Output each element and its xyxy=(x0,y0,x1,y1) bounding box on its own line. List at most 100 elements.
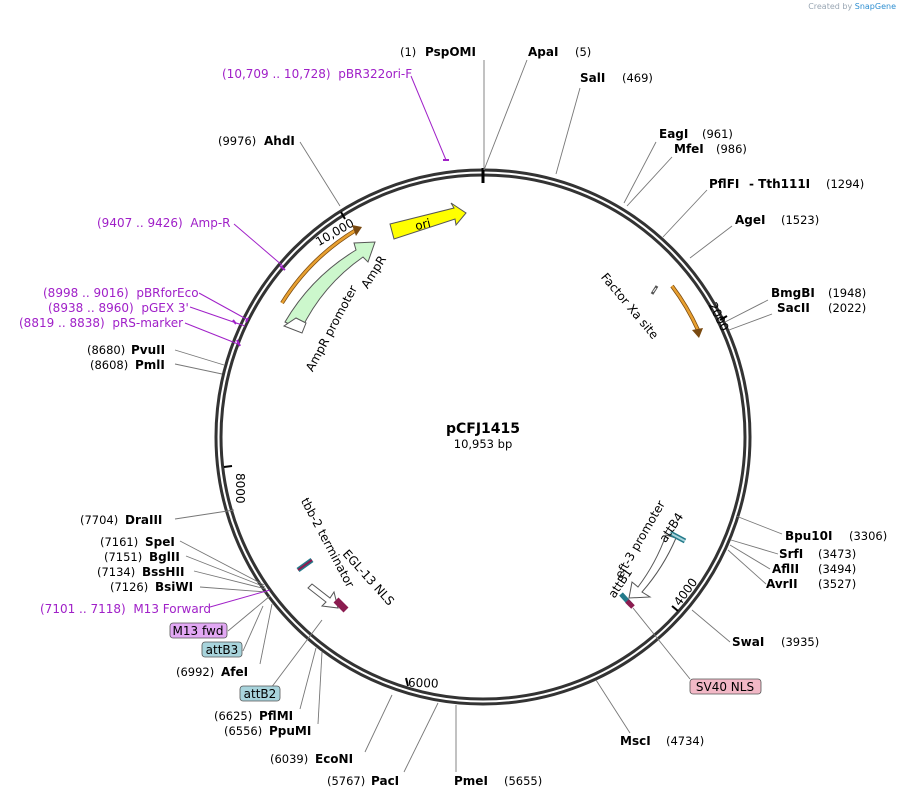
primer-pbr322ori-f[interactable]: (10,709 .. 10,728) pBR322ori-F xyxy=(222,67,412,81)
enzyme-name-spei[interactable]: SpeI xyxy=(145,535,175,549)
tick-label-2000: 2000 xyxy=(706,300,732,334)
primer-prs-marker[interactable]: (8819 .. 8838) pRS-marker xyxy=(19,316,183,330)
leader-bsshii xyxy=(193,570,267,590)
leader-avrii xyxy=(727,549,767,585)
primer-pbrforeco[interactable]: (8998 .. 9016) pBRforEco xyxy=(43,286,199,300)
enzyme-name-apai[interactable]: ApaI xyxy=(528,45,558,59)
egl13-feature[interactable] xyxy=(307,583,339,609)
leader-bmgbi xyxy=(724,299,769,323)
ampr-feature[interactable] xyxy=(284,241,376,331)
ampr-promoter-feature[interactable] xyxy=(282,317,307,334)
enzyme-name-ahdi[interactable]: AhdI xyxy=(264,134,295,148)
m13fwd-box[interactable] xyxy=(169,622,228,639)
leader-ahdi xyxy=(299,141,341,207)
enzyme-name-msci[interactable]: MscI xyxy=(620,734,651,748)
attb3-box[interactable] xyxy=(201,641,243,658)
factor-xa-inner xyxy=(652,287,657,293)
enzyme-pos-srfi: (3473) xyxy=(818,547,856,561)
leader-sali xyxy=(555,87,581,175)
leader-bpu10i xyxy=(735,515,783,535)
enzyme-pos-avrii: (3527) xyxy=(818,577,856,591)
enzyme-pos-ahdi: (9976) xyxy=(218,134,256,148)
enzyme-name-srfi[interactable]: SrfI xyxy=(779,547,803,561)
enzyme-pos-pvuii: (8680) xyxy=(87,343,125,357)
enzyme-name-tth111i[interactable]: - Tth111I xyxy=(749,177,810,191)
sv40-box-label: SV40 NLS xyxy=(696,680,754,694)
leader-pmli xyxy=(174,363,223,375)
enzyme-pos-tth111i: (1294) xyxy=(826,177,864,191)
enzyme-name-pmei[interactable]: PmeI xyxy=(454,774,488,788)
leader-pbrforeco xyxy=(198,292,249,321)
leader-tth111i xyxy=(662,189,708,238)
enzyme-pos-bsshii: (7134) xyxy=(97,565,135,579)
ampr-label: AmpR xyxy=(358,253,389,291)
leader-bsiwi xyxy=(199,586,267,593)
enzyme-pos-eagi: (961) xyxy=(702,127,733,141)
enzyme-name-ppumi[interactable]: PpuMI xyxy=(269,724,311,738)
primer-pgex3[interactable]: (8938 .. 8960) pGEX 3' xyxy=(48,301,189,315)
leader-pflmi xyxy=(299,647,317,710)
enzyme-name-aflii[interactable]: AflII xyxy=(772,562,799,576)
leader-agei xyxy=(689,225,733,259)
m13fwd-box-label: M13 fwd xyxy=(173,624,224,638)
enzyme-pos-draiii: (7704) xyxy=(80,513,118,527)
enzyme-name-mfei[interactable]: MfeI xyxy=(674,142,704,156)
enzyme-name-avrii[interactable]: AvrII xyxy=(766,577,798,591)
enzyme-name-afei[interactable]: AfeI xyxy=(221,665,248,679)
arc-left-arrowhead xyxy=(352,225,362,236)
sv40-feature[interactable] xyxy=(625,599,635,609)
enzyme-name-eagi[interactable]: EagI xyxy=(659,127,688,141)
enzyme-pos-aflii: (3494) xyxy=(818,562,856,576)
enzyme-name-pvuii[interactable]: PvuII xyxy=(131,343,165,357)
tick-8000 xyxy=(223,465,233,468)
tbb2-feature[interactable] xyxy=(297,559,313,571)
enzyme-name-bglii[interactable]: BglII xyxy=(149,550,180,564)
leader-ppumi xyxy=(317,651,323,725)
factor-xa-label: Factor Xa site xyxy=(598,270,661,342)
enzyme-name-bsiwi[interactable]: BsiWI xyxy=(155,580,193,594)
enzyme-name-bpu10i[interactable]: Bpu10I xyxy=(785,529,832,543)
enzyme-name-sali[interactable]: SalI xyxy=(580,71,605,85)
enzyme-pos-pflmi: (6625) xyxy=(214,709,252,723)
credit-prefix: Created by xyxy=(808,2,853,11)
enzyme-pos-econi: (6039) xyxy=(270,752,308,766)
enzyme-pos-afei: (6992) xyxy=(176,665,214,679)
sv40-box[interactable] xyxy=(689,678,762,695)
eft3-promoter-feature[interactable] xyxy=(628,534,677,599)
leader-aflii xyxy=(729,544,771,570)
ori-feature[interactable] xyxy=(389,202,467,240)
enzyme-pos-pmli: (8608) xyxy=(90,358,128,372)
primer-m13-forward[interactable]: (7101 .. 7118) M13 Forward xyxy=(40,602,211,616)
enzyme-name-bmgbi[interactable]: BmgBI xyxy=(771,286,815,300)
enzyme-name-pmli[interactable]: PmlI xyxy=(135,358,165,372)
leader-bglii xyxy=(185,555,266,588)
leader-attb3 xyxy=(242,605,264,652)
arc-right-orange xyxy=(671,285,700,331)
enzyme-name-pflfi[interactable]: PflFI xyxy=(709,177,739,191)
leader-msci xyxy=(595,679,631,734)
enzyme-name-bsshii[interactable]: BssHII xyxy=(142,565,184,579)
enzyme-pos-spei: (7161) xyxy=(100,535,138,549)
primer-amp-r[interactable]: (9407 .. 9426) Amp-R xyxy=(97,216,231,230)
leader-eagi xyxy=(623,141,657,204)
enzyme-name-pspomi[interactable]: PspOMI xyxy=(425,45,476,59)
enzyme-name-agei[interactable]: AgeI xyxy=(735,213,765,227)
enzyme-pos-bmgbi: (1948) xyxy=(828,286,866,300)
enzyme-pos-sacii: (2022) xyxy=(828,301,866,315)
enzyme-name-pflmi[interactable]: PflMI xyxy=(259,709,293,723)
arc-right-arrowhead xyxy=(692,328,703,338)
enzyme-pos-pmei: (5655) xyxy=(504,774,542,788)
enzyme-name-paci[interactable]: PacI xyxy=(371,774,399,788)
enzyme-name-swai[interactable]: SwaI xyxy=(732,635,764,649)
snapgene-brand: SnapGene xyxy=(854,2,896,11)
enzyme-pos-msci: (4734) xyxy=(666,734,704,748)
enzyme-name-sacii[interactable]: SacII xyxy=(777,301,810,315)
leader-pvuii xyxy=(174,349,225,366)
enzyme-name-econi[interactable]: EcoNI xyxy=(315,752,353,766)
leader-m13-forward xyxy=(209,589,271,608)
attb2-box[interactable] xyxy=(239,685,281,702)
leader-sacii xyxy=(728,313,773,331)
sv40-leader xyxy=(632,607,691,680)
enzyme-name-draiii[interactable]: DraIII xyxy=(125,513,162,527)
plasmid-length: 10,953 bp xyxy=(454,437,513,451)
